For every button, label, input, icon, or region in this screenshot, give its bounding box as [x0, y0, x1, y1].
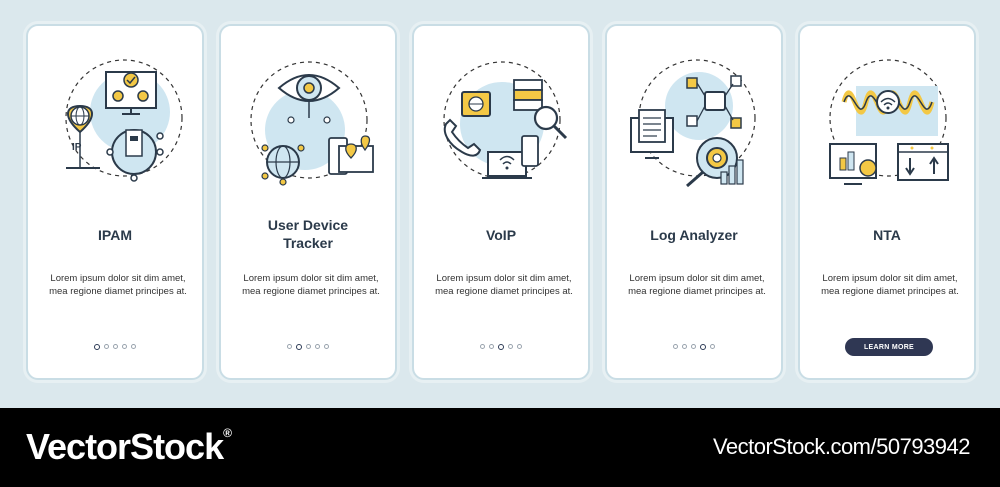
- voip-icon: [443, 61, 568, 179]
- page-dot-2[interactable]: [104, 344, 109, 349]
- onboarding-card-log-analyzer: Log Analyzer Lorem ipsum dolor sit dim a…: [605, 24, 783, 380]
- page-dot-1[interactable]: [287, 344, 292, 349]
- page-dot-3[interactable]: [691, 344, 696, 349]
- onboarding-card-voip: VoIP Lorem ipsum dolor sit dim amet, mea…: [412, 24, 590, 380]
- card-title-line-1: User Device: [267, 217, 349, 233]
- page-dot-5[interactable]: [517, 344, 522, 349]
- svg-text:IP: IP: [72, 142, 82, 153]
- brand-name: VectorStock: [26, 426, 224, 467]
- page-dot-5[interactable]: [131, 344, 136, 349]
- card-title: Log Analyzer: [650, 227, 738, 243]
- page-dot-4[interactable]: [508, 344, 513, 349]
- card-title: User Device Tracker: [221, 216, 395, 252]
- onboarding-card-ipam: IP IPAM Lorem ipsum dolor sit dim amet, …: [26, 24, 204, 380]
- onboarding-card-user-device-tracker: User Device Tracker Lorem ipsum dolor si…: [219, 24, 397, 380]
- card-description: Lorem ipsum dolor sit dim amet, mea regi…: [435, 273, 573, 297]
- card-description: Lorem ipsum dolor sit dim amet, mea regi…: [242, 273, 380, 297]
- registered-mark: ®: [223, 426, 232, 440]
- card-title: NTA: [873, 227, 901, 243]
- page-dot-4[interactable]: [122, 344, 127, 349]
- network-traffic-analysis-icon: [829, 59, 949, 185]
- page-indicator: [607, 343, 781, 350]
- stock-id: VectorStock.com/50793942: [712, 434, 971, 459]
- user-device-tracker-icon: [250, 61, 374, 186]
- page-dot-1[interactable]: [94, 343, 100, 350]
- page-dot-4[interactable]: [700, 343, 706, 350]
- vectorstock-logo: VectorStock®: [26, 426, 232, 468]
- page-dot-3[interactable]: [498, 343, 504, 350]
- page-dot-5[interactable]: [710, 344, 715, 349]
- page-dot-4[interactable]: [315, 344, 320, 349]
- learn-more-button[interactable]: LEARN MORE: [845, 338, 933, 356]
- card-title-line-2: Tracker: [283, 235, 333, 251]
- page-dot-2[interactable]: [296, 343, 302, 350]
- onboarding-screens: IP IPAM Lorem ipsum dolor sit dim amet, …: [26, 24, 976, 380]
- card-description: Lorem ipsum dolor sit dim amet, mea regi…: [821, 273, 959, 297]
- page-indicator: [414, 343, 588, 350]
- log-analyzer-icon: [630, 59, 756, 188]
- page-dot-2[interactable]: [682, 344, 687, 349]
- page-dot-1[interactable]: [673, 344, 678, 349]
- card-title: IPAM: [98, 227, 132, 243]
- card-description: Lorem ipsum dolor sit dim amet, mea regi…: [49, 273, 187, 297]
- page-dot-3[interactable]: [306, 344, 311, 349]
- page-dot-5[interactable]: [324, 344, 329, 349]
- page-dot-2[interactable]: [489, 344, 494, 349]
- page-dot-1[interactable]: [480, 344, 485, 349]
- card-description: Lorem ipsum dolor sit dim amet, mea regi…: [628, 273, 766, 297]
- watermark-footer: VectorStock® VectorStock.com/50793942: [0, 408, 1000, 487]
- ip-address-management-icon: IP: [65, 59, 183, 182]
- page-indicator: [28, 343, 202, 350]
- card-title: VoIP: [485, 227, 517, 243]
- page-dot-3[interactable]: [113, 344, 118, 349]
- page-indicator: [221, 343, 395, 350]
- onboarding-card-nta: NTA Lorem ipsum dolor sit dim amet, mea …: [798, 24, 976, 380]
